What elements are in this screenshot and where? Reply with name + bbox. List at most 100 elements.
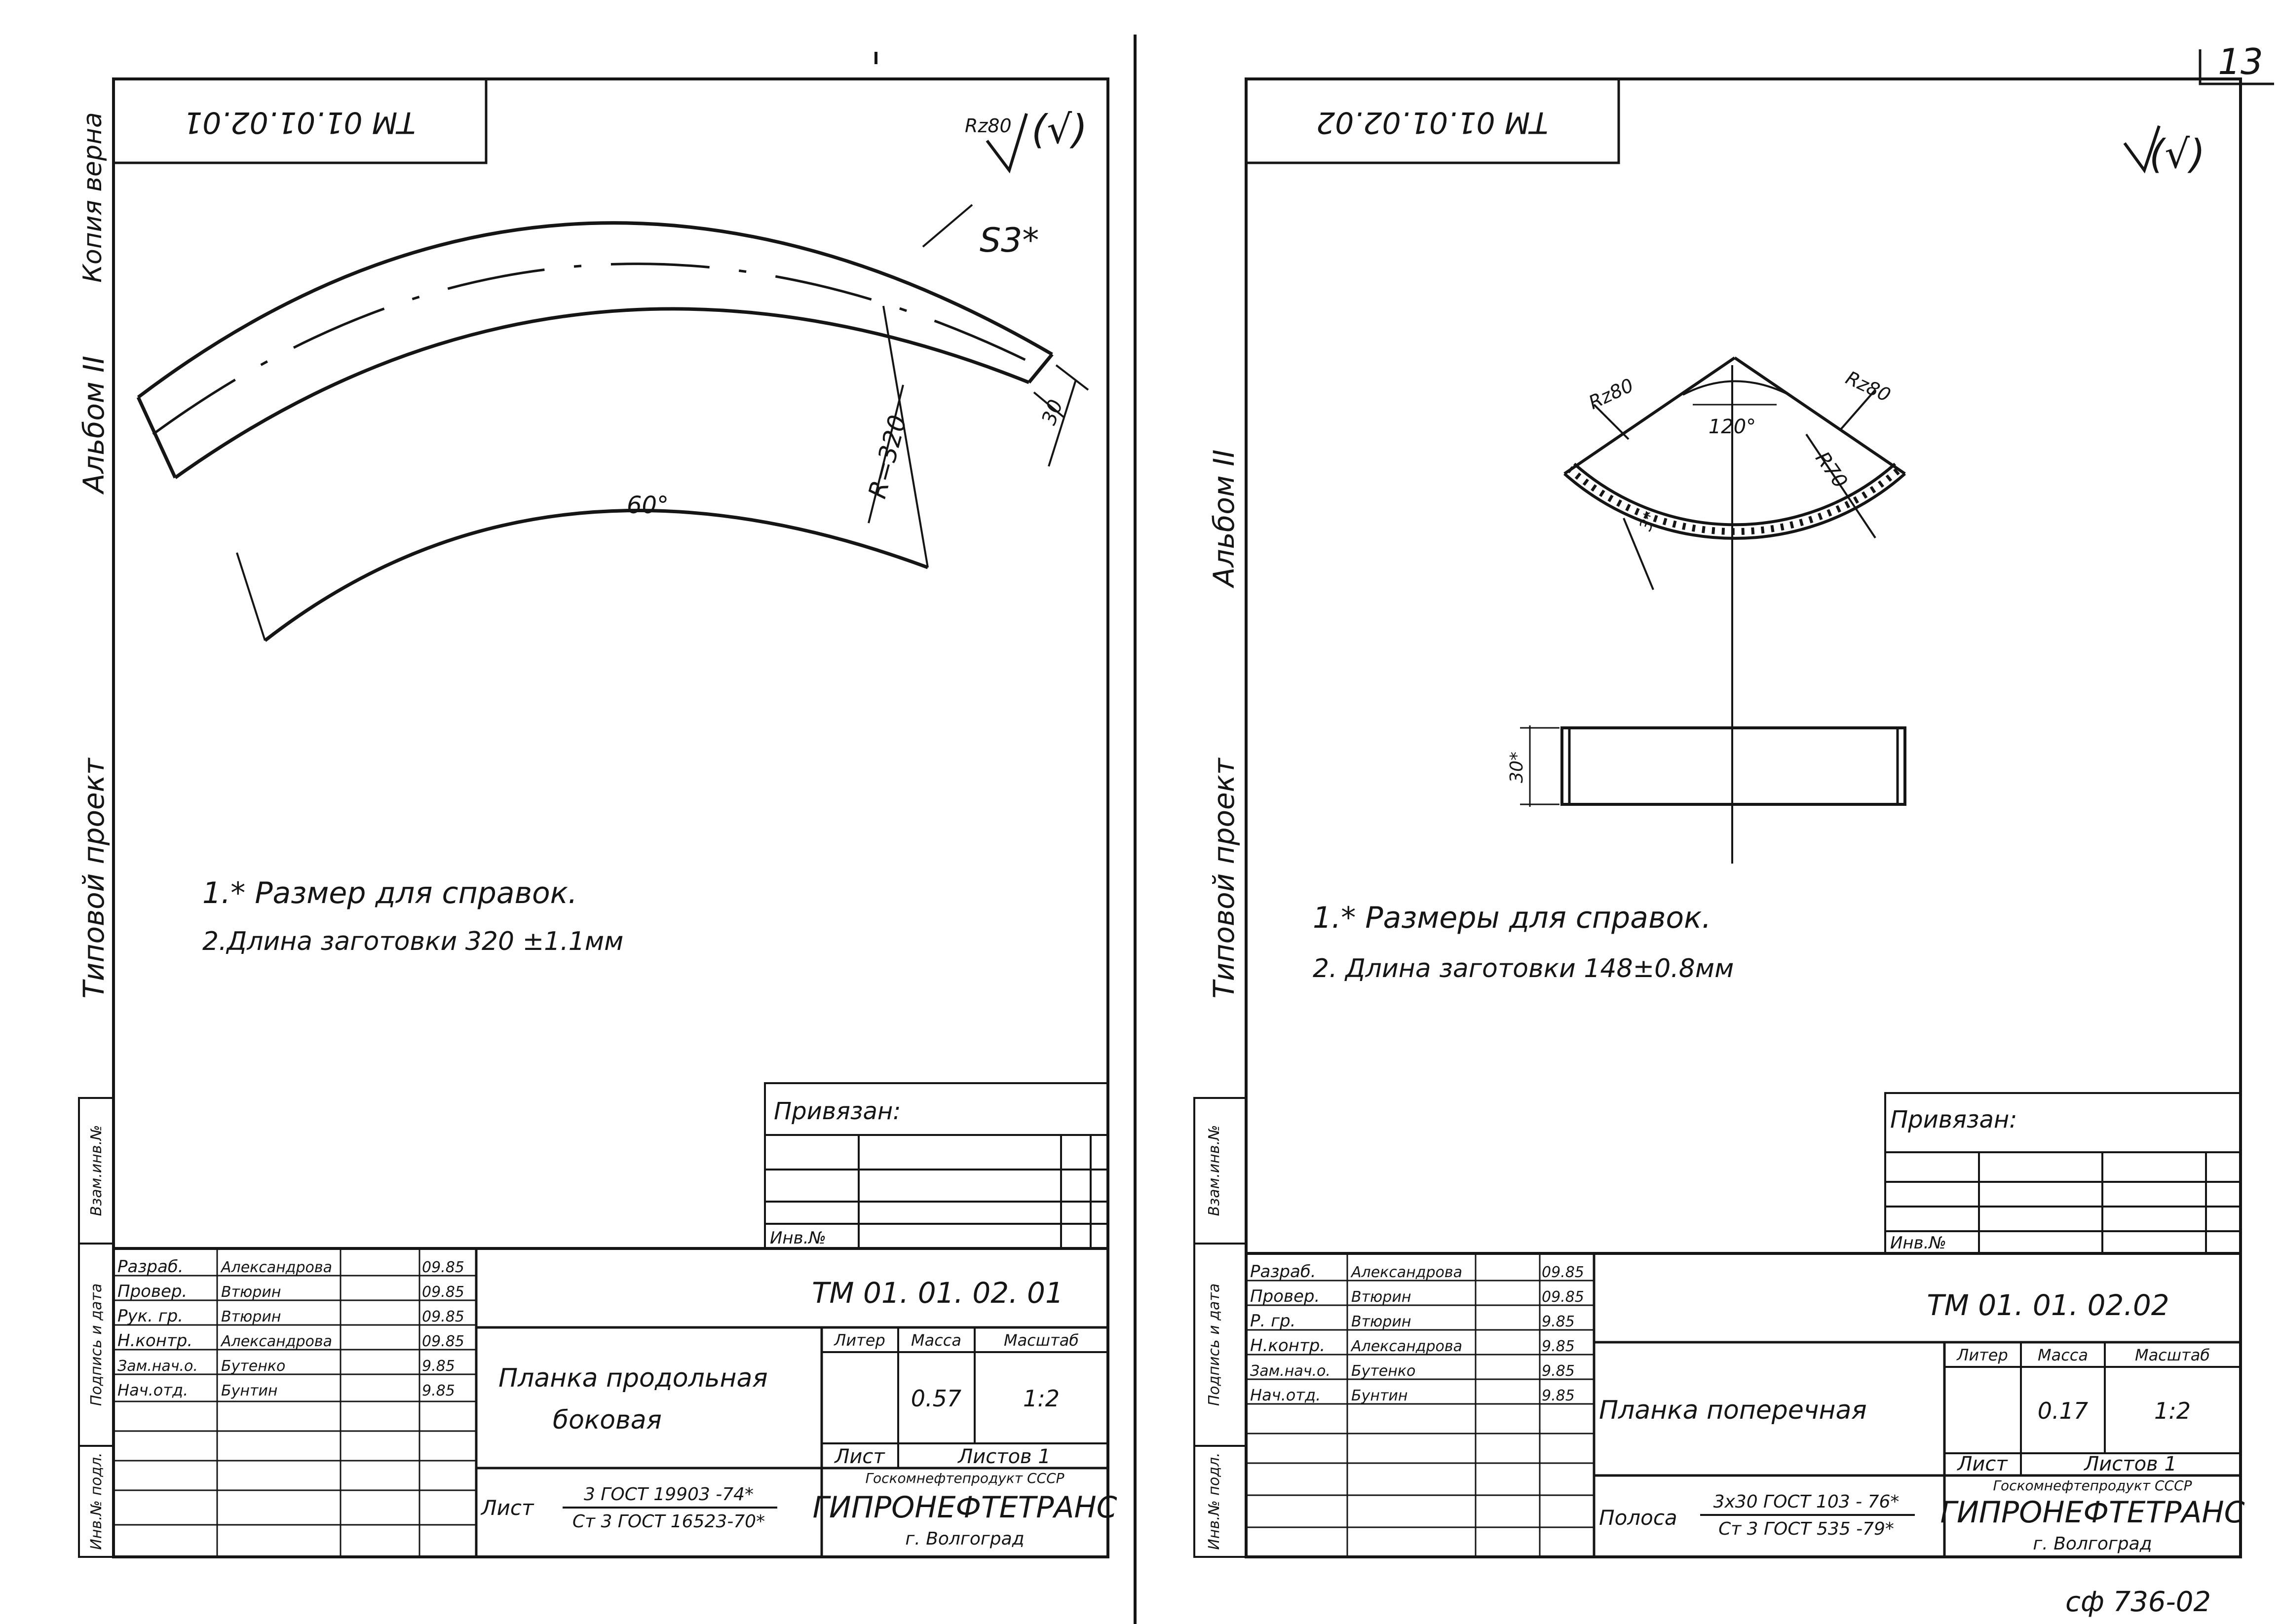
sheet-1-org-name: ГИПРОНЕФТЕТРАНС [813,1490,1117,1525]
sheet-2-role-3: Н.контр. [1250,1336,1325,1356]
sheet-1-project-type: Типовой проект [77,757,111,998]
sheet-1: TM 01.01.02.01 Альбом II Копия верна Тип… [77,77,1117,1558]
sheet-2-inv-no: Инв.№ [1890,1233,1946,1253]
sheet-2-privyazan-block: Привязан: Инв.№ [1884,1092,2242,1254]
sheet-1-org-city: г. Волгоград [905,1529,1024,1549]
sheet-1-note-2: 2.Длина заготовки 320 ±1.1мм [202,927,623,956]
sheet-1-stamp-sign: Подпись и дата [88,1284,105,1406]
sheet-2-date-4: 9.85 [1542,1362,1575,1380]
sheet-1-code-mirrored: TM 01.01.02.01 [184,105,416,140]
sheet-1-role-3: Н.контр. [117,1331,192,1351]
sheet-2-note-1: 1.* Размеры для справок. [1313,901,1711,935]
sheet-2-roughness-symbol: (√) [2123,125,2205,177]
sheet-2-name-2: Втюрин [1351,1313,1411,1330]
sheet-2-stamp-inv: Инв.№ подл. [1206,1452,1223,1549]
sheet-1-roughness-paren: (√) [1031,107,1087,152]
sheet-2-list-label: Лист [1956,1453,2008,1475]
sheet-2-col-liter: Литер [1956,1346,2008,1364]
sheet-2-rz-right: Rz80 [1842,367,1894,406]
sheet-1-org-top: Госкомнефтепродукт СССР [865,1470,1064,1486]
sheet-1-date-4: 9.85 [422,1358,455,1375]
sheet-2-name-5: Бунтин [1351,1387,1408,1404]
sheet-2-name-4: Бутенко [1351,1362,1415,1380]
sheet-2-name-1: Втюрин [1351,1288,1411,1306]
sheet-1-stamp-vzam: Взам.инв.№ [88,1125,105,1216]
sheet-2-col-masshtab: Масштаб [2135,1346,2210,1364]
sheet-1-date-3: 09.85 [422,1333,464,1350]
sheet-1-title-line-1: Планка продольная [498,1363,768,1393]
sheet-1-angle-label: 60° [627,491,669,519]
sheet-1-title-block: Разраб. Александрова 09.85 Провер. Втюри… [112,1247,1117,1558]
sheet-2-title-block: Разраб. Александрова 09.85 Провер. Втюри… [1245,1252,2245,1558]
sheet-1-col-liter: Литер [834,1331,885,1350]
sheet-2-project-type: Типовой проект [1207,757,1241,998]
sheet-1-role-5: Нач.отд. [117,1381,188,1399]
sheet-1-note-1: 1.* Размер для справок. [202,876,577,910]
sheet-2-radius-label: R70 [1811,448,1852,492]
sheet-1-col-masshtab: Масштаб [1004,1331,1079,1350]
sheet-2-title-line-1: Планка поперечная [1599,1396,1867,1425]
sheet-2-note-2: 2. Длина заготовки 148±0.8мм [1313,954,1734,983]
sheet-1-name-1: Втюрин [221,1284,281,1301]
sheet-1-material-prefix: Лист [480,1496,534,1520]
sheet-2-album-label: Альбом II [1207,450,1241,589]
sheet-2-role-1: Провер. [1250,1286,1320,1306]
sheet-2: TM 01.01.02.02 Альбом II Типовой проект … [1193,77,2245,1558]
sheet-2-org-city: г. Волгоград [2033,1534,2152,1554]
sheet-1-inv-no: Инв.№ [770,1228,826,1248]
sheet-2-frame [1245,77,2242,1558]
sheet-1-col-massa: Масса [911,1331,961,1350]
page-number: 13 [2218,41,2263,82]
sheet-1-date-0: 09.85 [422,1259,464,1276]
sheet-1-role-2: Рук. гр. [117,1306,183,1326]
footer-code: сф 736-02 [2065,1586,2211,1618]
page-number-box: 13 [2199,41,2274,85]
sheet-2-privyazan: Привязан: [1890,1106,2017,1133]
sheet-1-thickness-label: S3* [980,221,1039,260]
sheet-2-date-2: 9.85 [1542,1313,1575,1330]
sheet-2-stamp-vzam: Взам.инв.№ [1206,1125,1223,1216]
sheet-1-title-line-2: боковая [553,1405,662,1435]
sheet-2-width-label: 30* [1507,752,1527,783]
sheet-2-stamp-sign: Подпись и дата [1206,1284,1223,1406]
sheet-1-material-bottom: Ст 3 ГОСТ 16523-70* [572,1511,765,1532]
sheet-1-material-top: 3 ГОСТ 19903 -74* [584,1484,754,1505]
sheet-2-role-5: Нач.отд. [1250,1386,1321,1404]
sheet-1-role-1: Провер. [117,1282,187,1301]
sheet-1-roughness-value: Rz80 [965,115,1012,137]
sheet-2-name-0: Александрова [1350,1264,1462,1281]
sheet-2-col-massa: Масса [2038,1346,2088,1364]
sheet-1-name-0: Александрова [220,1259,332,1276]
sheet-2-name-3: Александрова [1350,1338,1462,1355]
sheet-1-roughness-symbol: Rz80 (√) [965,107,1087,174]
sheet-1-role-4: Зам.нач.о. [117,1358,198,1375]
sheet-2-org-top: Госкомнефтепродукт СССР [1993,1477,2192,1494]
sheet-2-role-0: Разраб. [1250,1262,1316,1282]
sheet-1-date-2: 09.85 [422,1308,464,1325]
sheet-1-stamp-inv: Инв.№ подл. [88,1452,105,1549]
sheet-2-material-top: 3x30 ГОСТ 103 - 76* [1713,1492,1900,1512]
sheet-1-name-5: Бунтин [221,1382,278,1399]
sheet-2-code-box [1245,77,1620,164]
sheet-1-role-0: Разраб. [117,1257,184,1277]
sheet-2-date-0: 09.85 [1542,1264,1584,1281]
sheet-1-radius-label: R=320 [863,412,912,501]
sheet-1-date-1: 09.85 [422,1284,464,1301]
sheet-2-listov-label: Листов 1 [2083,1453,2177,1475]
sheet-1-code-box [112,77,488,164]
sheet-1-name-4: Бутенко [221,1358,285,1375]
sheet-2-sector-section [1563,356,1906,864]
sheet-1-album-label: Альбом II [77,356,111,495]
sheet-2-material-prefix: Полоса [1599,1506,1677,1530]
sheet-1-name-3: Александрова [220,1333,332,1350]
sheet-2-date-1: 09.85 [1542,1288,1584,1306]
sheet-2-date-3: 9.85 [1542,1338,1575,1355]
sheet-1-listov-label: Листов 1 [957,1445,1051,1468]
sheet-2-rz-left: Rz80 [1585,374,1636,414]
sheet-2-roughness-paren: (√) [2149,131,2205,177]
sheet-1-scale: 1:2 [1023,1385,1060,1412]
sheet-1-name-2: Втюрин [221,1308,281,1325]
sheet-2-massa: 0.17 [2038,1397,2088,1424]
sheet-2-left-stamp: Инв.№ подл. Подпись и дата Взам.инв.№ [1193,1097,1247,1558]
